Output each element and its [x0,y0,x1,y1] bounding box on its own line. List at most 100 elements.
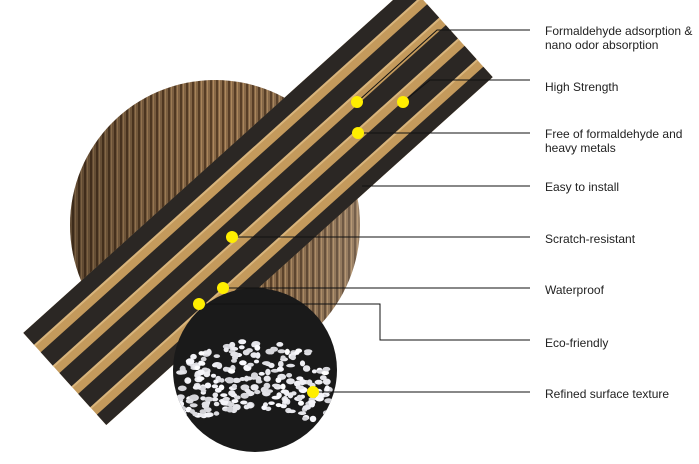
granule [177,394,183,400]
granule [230,351,240,357]
callout-marker-4 [226,231,238,243]
granule [213,354,220,358]
granule [211,397,219,402]
granule [176,370,185,375]
callout-label-high-strength: High Strength [545,80,619,94]
granule [268,401,275,406]
granule [311,369,317,374]
granule [322,378,331,385]
granule [189,403,198,408]
granule [280,383,286,390]
granule [296,376,304,381]
callout-label-easy-install: Easy to install [545,180,620,194]
granule [210,373,217,378]
granule [239,377,246,381]
granule [296,394,303,401]
granule [190,353,197,360]
granule [290,354,296,361]
granule [284,348,290,355]
granule [298,411,307,416]
granule [286,378,295,385]
granule [223,347,229,353]
granule [180,415,186,421]
granule [265,389,273,393]
granule [222,366,230,372]
granule [302,416,308,421]
granule [250,384,259,391]
granule [278,360,284,368]
granule [197,369,205,376]
granule [204,412,213,418]
callout-label-scratch-resistant: Scratch-resistant [545,232,636,246]
granule [238,339,247,345]
granule [280,355,286,360]
callout-marker-5 [217,282,229,294]
leader-line-6 [199,303,530,341]
granule [302,365,311,372]
granule [199,409,207,414]
granule [299,379,306,386]
granule [276,366,284,372]
leader-line-0 [356,29,530,103]
granule [227,402,235,407]
granule [213,401,220,407]
granule [240,400,248,405]
granule [275,403,282,408]
callout-markers [193,96,409,398]
granule [258,371,265,376]
granule [222,396,230,401]
granule [240,392,249,399]
granule [275,377,282,383]
granule [228,390,236,397]
granule [198,360,204,366]
granule [227,369,236,374]
granule [302,405,311,410]
granule [204,396,214,402]
granule [288,409,296,414]
granule [271,395,281,400]
granule [185,358,195,365]
granule [200,388,207,393]
granule [255,377,262,382]
granule [196,376,205,381]
callout-label-formaldehyde-free: Free of formaldehyde and heavy metals [545,127,683,155]
granule [244,375,249,382]
granule [272,383,280,388]
callout-label-formaldehyde-adsorption: Formaldehyde adsorption & nano odor abso… [545,24,693,52]
granule [247,362,254,367]
granule [286,373,293,378]
granule [263,382,271,390]
granule [214,387,222,393]
callout-label-refined-texture: Refined surface texture [545,387,670,401]
callout-marker-6 [193,298,205,310]
granule [226,406,234,413]
granule [299,360,306,367]
granule [276,342,284,347]
granule [229,341,236,349]
granule [265,368,271,376]
granule [268,348,275,355]
granule [220,393,228,397]
granule [185,398,194,404]
granule [322,416,329,421]
granule [201,401,210,408]
granule [231,347,238,351]
granule [247,402,254,409]
granule [231,383,238,389]
granule [254,344,261,351]
callout-label-eco-friendly: Eco-friendly [545,336,609,350]
granule [309,415,317,423]
granules-circle [173,288,337,452]
granule [175,412,185,419]
granule [294,350,300,355]
granule [179,411,187,418]
granule [321,370,330,376]
callout-marker-1 [397,96,409,108]
granule [193,384,202,390]
callout-leaders [199,29,530,393]
granule [254,389,261,395]
granule [298,400,304,406]
granule [213,411,220,416]
granule [306,379,313,386]
